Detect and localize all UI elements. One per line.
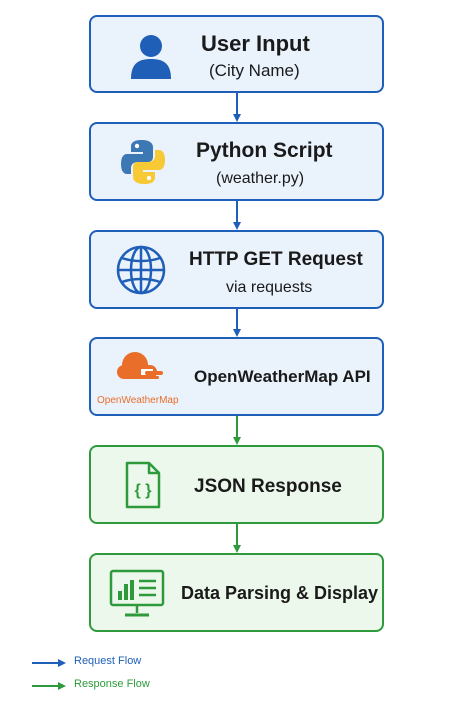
step-title: User Input — [201, 31, 310, 56]
step-http-get-request: HTTP GET Request via requests — [89, 230, 384, 309]
step-title: HTTP GET Request — [189, 249, 363, 270]
step-title: OpenWeatherMap API — [194, 367, 371, 386]
svg-text:{ }: { } — [135, 482, 152, 499]
json-braces-icon: { } — [125, 461, 161, 509]
python-logo-icon — [121, 140, 165, 184]
legend-label: Response Flow — [74, 678, 150, 690]
step-openweathermap-api: OpenWeatherMap OpenWeatherMap API — [89, 337, 384, 416]
step-subtitle: (City Name) — [209, 61, 300, 80]
step-data-parsing-display: Data Parsing & Display — [89, 553, 384, 632]
monitor-chart-icon — [109, 569, 165, 617]
step-user-input: User Input (City Name) — [89, 15, 384, 93]
openweathermap-logo-icon — [117, 352, 163, 379]
globe-icon — [116, 245, 166, 295]
legend-label: Request Flow — [74, 655, 142, 667]
step-python-script: Python Script (weather.py) — [89, 122, 384, 201]
user-icon — [131, 35, 171, 79]
step-subtitle: via requests — [226, 279, 313, 296]
step-title: Python Script — [196, 139, 333, 162]
step-title: JSON Response — [194, 476, 342, 497]
step-subtitle: (weather.py) — [216, 170, 305, 187]
openweathermap-logo-text: OpenWeatherMap — [97, 395, 179, 406]
step-json-response: { } JSON Response — [89, 445, 384, 524]
green-arrow-icon — [32, 682, 66, 690]
blue-arrow-icon — [32, 659, 66, 667]
step-title: Data Parsing & Display — [181, 583, 379, 603]
